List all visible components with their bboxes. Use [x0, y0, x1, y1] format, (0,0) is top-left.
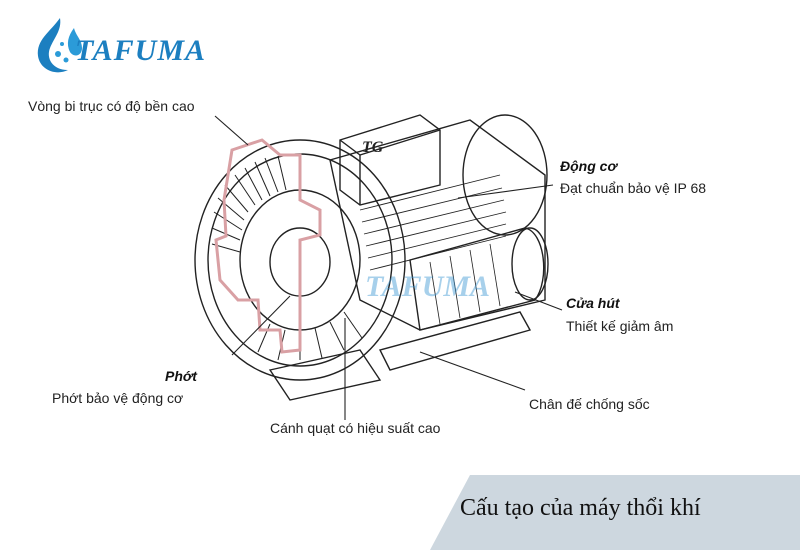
base-plate [378, 311, 532, 371]
motor-plate: TG [362, 139, 384, 156]
callout-line-inlet [514, 291, 563, 311]
watermark: TAFUMA [365, 270, 491, 303]
label-impeller: Cánh quạt có hiệu suất cao [270, 420, 441, 436]
label-base: Chân đế chống sốc [529, 396, 650, 412]
callout-line-seal [231, 295, 291, 356]
label-motor-title: Động cơ [560, 158, 617, 174]
label-seal-title: Phớt [165, 368, 197, 384]
label-motor-desc: Đạt chuẩn bảo vệ IP 68 [560, 180, 707, 196]
motor-body [329, 119, 546, 331]
motor-end-cap [462, 114, 548, 236]
callout-line-bearing [214, 115, 249, 146]
brand-name: TAFUMA [75, 34, 207, 67]
label-bearing: Vòng bi trục có độ bền cao [28, 98, 195, 114]
label-inlet-desc: Thiết kế giảm âm [566, 318, 674, 334]
terminal-box [339, 114, 441, 206]
brand-logo [22, 14, 242, 82]
callout-line-motor [457, 184, 554, 199]
caption-bar [430, 475, 800, 550]
callout-line-base [419, 351, 526, 391]
caption: Cấu tạo của máy thổi khí [460, 495, 701, 521]
blower-housing [194, 139, 406, 381]
impeller-fins [211, 155, 363, 361]
water-drop-icon [37, 18, 82, 73]
label-seal-desc: Phớt bảo vệ động cơ [52, 390, 184, 406]
label-inlet-title: Cửa hút [566, 295, 620, 311]
